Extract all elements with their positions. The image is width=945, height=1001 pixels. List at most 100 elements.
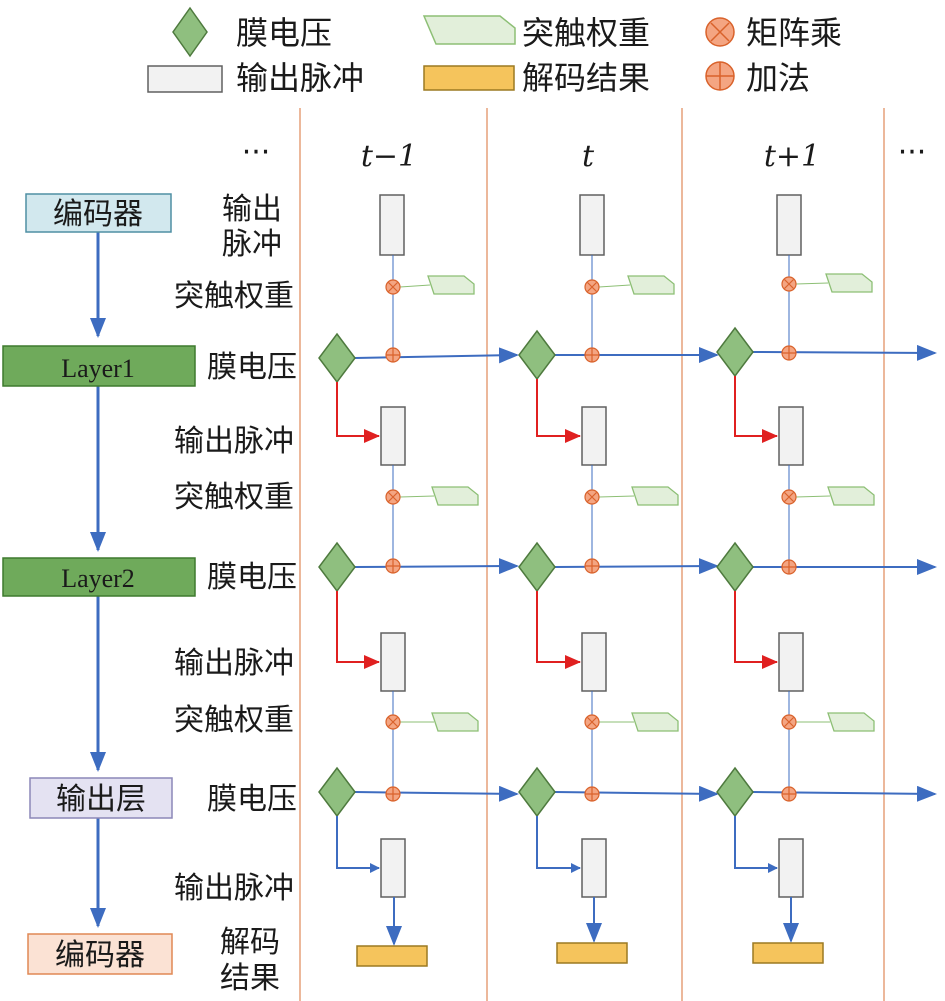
legend-matmul: 矩阵乘: [705, 14, 842, 52]
addition-plus: [386, 559, 400, 573]
time-step-labels: ··· t−1 t t+1 ···: [242, 135, 927, 174]
matmul-node: [385, 714, 401, 730]
addition-node: [584, 558, 600, 574]
synaptic-weight-shape: [631, 712, 679, 732]
time-left-ellipsis: ···: [242, 135, 271, 170]
matmul-node: [781, 714, 797, 730]
legend-decode-result: 解码结果: [423, 59, 650, 97]
fire-spike-arrow: [734, 591, 778, 669]
legend-membrane-potential: 膜电压: [172, 6, 332, 58]
matmul-node: [385, 279, 401, 295]
synaptic-weight-shape: [627, 275, 675, 295]
addition-plus: [585, 559, 599, 573]
output-layer-box: 输出层: [29, 777, 173, 819]
row-label-output-spike-top-2: 脉冲: [222, 227, 282, 262]
matmul-cross: [388, 282, 398, 292]
fire-spike-arrow: [734, 376, 778, 443]
output-spike-node: [380, 632, 406, 692]
decode-result-node: [752, 942, 824, 964]
addition-plus: [782, 787, 796, 801]
legend: 膜电压 突触权重 矩阵乘 输出脉冲 解码结果 加法: [147, 6, 842, 97]
matmul-node: [584, 279, 600, 295]
row-label-decode-result-1: 解码: [220, 925, 280, 960]
output-spike-node: [776, 194, 802, 256]
layer-cell: [716, 465, 937, 692]
addition-node: [385, 347, 401, 363]
matmul-cross: [784, 492, 794, 502]
temporal-arrow: [554, 785, 719, 802]
matmul-icon: [705, 17, 735, 47]
addition-plus: [386, 787, 400, 801]
synaptic-weight-shape: [825, 273, 873, 293]
encoder-box: 编码器: [25, 193, 172, 233]
layer2-label: Layer2: [61, 564, 135, 593]
membrane-potential-node: [318, 541, 356, 593]
weight-connector: [598, 284, 631, 288]
row-label-output-spike: 输出脉冲: [174, 646, 294, 681]
layer-cell: [318, 691, 519, 898]
output-spike-node: [380, 406, 406, 466]
membrane-potential-node: [518, 329, 556, 381]
addition-node: [781, 559, 797, 575]
row-label-output-spike-top-1: 输出: [222, 192, 282, 227]
synaptic-weight-icon: [422, 15, 516, 45]
output-spike-node: [380, 838, 406, 898]
addition-node: [584, 347, 600, 363]
legend-output-spike-label: 输出脉冲: [236, 59, 364, 97]
decode-result-node: [356, 945, 428, 967]
membrane-potential-node: [318, 332, 356, 384]
layer1-label: Layer1: [61, 354, 135, 383]
synaptic-weight-shape: [431, 486, 479, 506]
time-right-ellipsis: ···: [898, 135, 927, 170]
time-step-column: [518, 194, 719, 964]
addition-plus: [782, 346, 796, 360]
row-label-membrane-potential: 膜电压: [207, 560, 297, 595]
output-spike-node: [579, 194, 605, 256]
row-labels: 输出 脉冲 突触权重 膜电压 输出脉冲 突触权重 膜电压 输出脉冲 突触权重 膜…: [174, 192, 297, 996]
synaptic-weight-shape: [631, 486, 679, 506]
layer2-box: Layer2: [2, 557, 196, 597]
legend-decode-result-label: 解码结果: [522, 59, 650, 97]
addition-plus: [585, 787, 599, 801]
addition-plus: [585, 348, 599, 362]
weight-connector: [795, 282, 829, 285]
time-dividers: [299, 108, 885, 1001]
matmul-cross: [587, 282, 597, 292]
addition-plus: [386, 348, 400, 362]
row-label-decode-result-2: 结果: [220, 961, 280, 996]
matmul-cross: [784, 717, 794, 727]
temporal-arrow: [354, 785, 519, 802]
encoder-label: 编码器: [53, 197, 143, 232]
membrane-potential-node: [716, 541, 754, 593]
row-label-synaptic-weight: 突触权重: [174, 279, 294, 314]
addition-icon: [705, 61, 735, 91]
layer-stack: 编码器 Layer1 Layer2 输出层 编码器: [2, 193, 196, 975]
addition-node: [385, 786, 401, 802]
output-spike-icon: [147, 65, 223, 93]
legend-output-spike: 输出脉冲: [147, 59, 364, 97]
decode-result-node: [556, 942, 628, 964]
matmul-cross: [388, 717, 398, 727]
legend-matmul-label: 矩阵乘: [746, 14, 842, 52]
temporal-arrow: [752, 344, 937, 361]
legend-addition: 加法: [705, 59, 810, 97]
weight-connector: [598, 495, 635, 498]
time-step-columns: [318, 194, 937, 967]
layer1-box: Layer1: [2, 345, 196, 387]
legend-membrane-potential-label: 膜电压: [236, 14, 332, 52]
addition-node: [584, 786, 600, 802]
output-spike-node: [778, 838, 804, 898]
matmul-cross: [784, 279, 794, 289]
membrane-potential-node: [318, 766, 356, 818]
layer-cell: [518, 255, 719, 466]
synaptic-weight-shape: [427, 275, 475, 295]
synaptic-weight-shape: [827, 486, 875, 506]
membrane-potential-node: [518, 541, 556, 593]
row-label-synaptic-weight: 突触权重: [174, 480, 294, 515]
fire-spike-arrow: [336, 382, 380, 443]
row-label-membrane-potential: 膜电压: [207, 350, 297, 385]
row-label-output-spike: 输出脉冲: [174, 871, 294, 906]
decoder-label: 编码器: [55, 938, 145, 973]
output-spike-arrow: [336, 816, 380, 873]
